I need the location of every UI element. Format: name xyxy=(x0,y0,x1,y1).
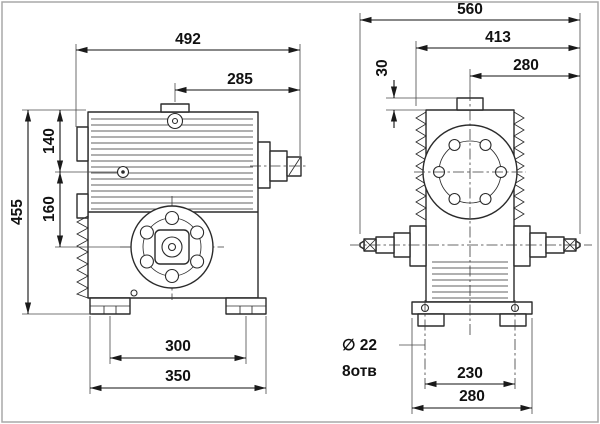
through-shaft xyxy=(359,232,581,258)
left-shaft-housing xyxy=(409,225,427,267)
left-bearing-cap xyxy=(76,126,89,162)
dim-side-foot-span-label: 230 xyxy=(457,365,483,382)
left-lower-boss xyxy=(76,193,89,219)
dim-front-top-partial: 285 xyxy=(174,71,300,102)
dim-front-overall-height-label: 455 xyxy=(9,199,26,225)
side-right-fins xyxy=(513,111,525,221)
dim-front-overall-width: 492 xyxy=(75,31,301,156)
dim-side-base-width: 280 xyxy=(411,318,533,414)
output-flange xyxy=(120,196,224,300)
dim-side-overall-length: 560 xyxy=(359,1,581,234)
dim-front-base-width: 350 xyxy=(89,316,267,394)
dim-front-overall-height: 455 xyxy=(9,109,92,315)
dim-front-overall-width-label: 492 xyxy=(175,31,201,48)
dim-side-top-partial-label: 280 xyxy=(513,57,539,74)
dim-side-foot-span: 230 xyxy=(425,365,515,388)
dim-front-mid-offset-label: 160 xyxy=(41,196,58,222)
dim-side-body-length-label: 413 xyxy=(485,29,511,46)
dim-front-upper-offset: 140 xyxy=(41,110,117,173)
dim-side-top-partial: 280 xyxy=(469,57,580,92)
right-bearing-cap xyxy=(257,141,271,189)
front-feet xyxy=(89,297,267,315)
drain-plug xyxy=(130,289,138,297)
dim-side-small-offset-label: 30 xyxy=(374,59,391,76)
dim-side-overall-length-label: 560 xyxy=(457,1,483,18)
front-left-fins xyxy=(75,215,89,299)
dim-side-body-length: 413 xyxy=(415,29,580,106)
dim-front-mid-offset: 160 xyxy=(41,172,130,248)
dim-front-top-partial-label: 285 xyxy=(227,71,253,88)
front-view xyxy=(75,103,306,315)
oil-plug xyxy=(116,165,130,179)
dim-front-foot-span: 300 xyxy=(109,316,247,364)
side-view xyxy=(350,90,592,390)
side-left-fins xyxy=(415,111,427,221)
side-base xyxy=(411,301,533,327)
hole-diameter-label: ∅ 22 xyxy=(342,337,377,354)
callout-base-holes: ∅ 22 8отв xyxy=(342,337,425,380)
dim-front-foot-span-label: 300 xyxy=(165,338,191,355)
dim-side-base-width-label: 280 xyxy=(459,388,485,405)
eye-bolt xyxy=(166,112,184,130)
dim-side-small-offset: 30 xyxy=(374,59,457,128)
right-shaft-housing xyxy=(513,225,531,267)
dim-front-upper-offset-label: 140 xyxy=(41,128,58,154)
hole-count-label: 8отв xyxy=(342,363,377,380)
dim-front-base-width-label: 350 xyxy=(165,368,191,385)
